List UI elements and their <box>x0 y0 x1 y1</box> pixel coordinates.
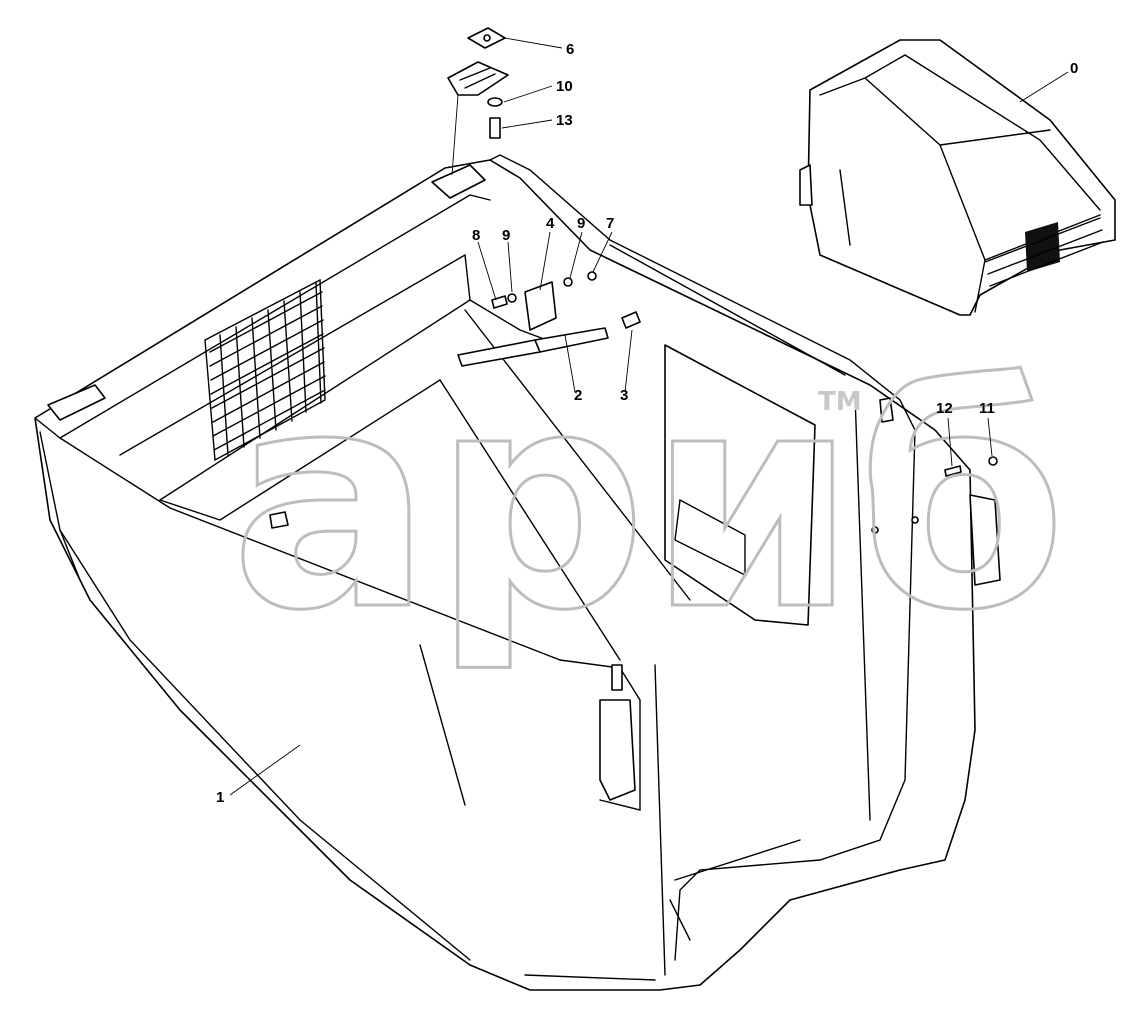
callout-9-left: 9 <box>502 227 510 244</box>
callout-12: 12 <box>936 400 953 417</box>
screw-part-13 <box>489 117 501 139</box>
washer-part-9-right <box>563 277 573 287</box>
hinge-plate-part-6 <box>467 27 506 49</box>
rear-hinge <box>431 164 486 199</box>
callout-11: 11 <box>979 400 995 417</box>
watermark-trademark: TM <box>818 387 862 417</box>
callout-8: 8 <box>472 227 480 244</box>
ball-stud-part-3 <box>621 311 641 329</box>
grass-catcher-body <box>34 154 1001 991</box>
watermark-text: ариб <box>230 327 1067 676</box>
callout-7: 7 <box>606 215 614 232</box>
callout-0: 0 <box>1070 60 1078 77</box>
callout-4: 4 <box>546 215 555 232</box>
mesh-panel <box>204 278 326 462</box>
leader-lines <box>229 37 1069 796</box>
gas-spring-part-2 <box>457 327 609 367</box>
callout-2: 2 <box>574 387 582 404</box>
watermark-logo: ариб TM <box>229 326 1069 678</box>
screw-part-12 <box>944 465 962 477</box>
callout-1: 1 <box>216 789 224 806</box>
hinge-bracket <box>447 61 509 96</box>
callout-9-right: 9 <box>577 215 585 232</box>
washer-part-9-left <box>507 293 517 303</box>
callout-13: 13 <box>556 112 573 129</box>
bracket-part-4 <box>524 281 557 331</box>
callout-6: 6 <box>566 41 574 58</box>
callout-10: 10 <box>556 78 573 95</box>
nut-part-11 <box>988 456 998 466</box>
cover-lid <box>799 39 1116 316</box>
nut-part-7 <box>587 271 597 281</box>
washer-part-10 <box>487 97 503 107</box>
callout-labels: 0 1 2 3 4 6 7 8 9 9 10 11 12 13 <box>216 41 1078 806</box>
callout-3: 3 <box>620 387 628 404</box>
